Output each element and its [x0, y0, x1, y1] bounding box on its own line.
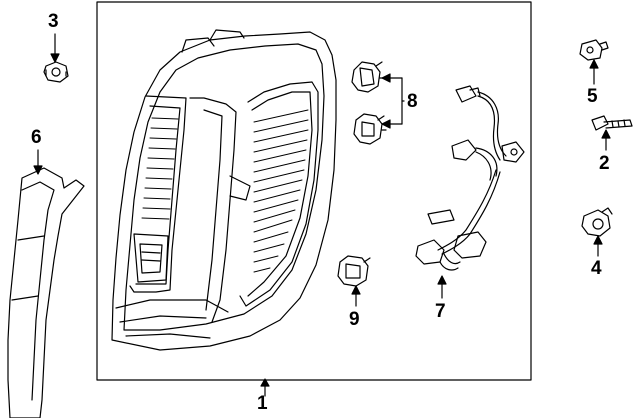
callout-1: 1 — [257, 393, 268, 414]
nut — [43, 61, 69, 83]
leader-line-5 — [589, 59, 599, 85]
leader-bracket-8 — [381, 73, 405, 129]
leader-line-6 — [33, 149, 43, 175]
callout-3: 3 — [48, 11, 59, 32]
tail-lamp-assembly — [111, 29, 337, 351]
callout-4: 4 — [591, 258, 602, 279]
leader-line-7 — [437, 275, 447, 299]
leader-line-1 — [260, 378, 270, 397]
callout-8: 8 — [407, 91, 418, 112]
assembly-frame — [96, 1, 532, 381]
leader-line-9 — [351, 285, 361, 307]
grommet — [581, 207, 613, 237]
callout-5: 5 — [587, 86, 598, 107]
callout-2: 2 — [599, 153, 610, 174]
callout-6: 6 — [31, 127, 42, 148]
bulb-socket-lower — [353, 113, 387, 145]
bolt — [591, 115, 633, 131]
leader-line-4 — [593, 235, 603, 257]
wire-harness — [415, 85, 525, 271]
fastener-5 — [579, 39, 609, 61]
leader-line-2 — [601, 129, 611, 151]
callout-9: 9 — [349, 309, 360, 330]
leader-line-3 — [50, 33, 60, 63]
bulb-socket-upper — [351, 61, 385, 93]
trim-strip — [7, 167, 85, 418]
callout-7: 7 — [435, 301, 446, 322]
bulb-socket-9 — [337, 255, 371, 287]
